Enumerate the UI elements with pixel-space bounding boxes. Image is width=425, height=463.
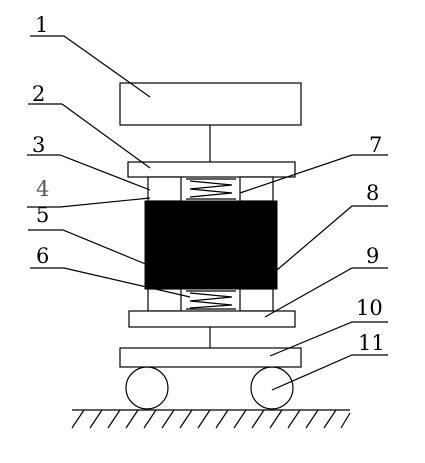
ground-hatching [71, 409, 351, 429]
wheel-left [125, 366, 169, 410]
top-mass-block [119, 82, 302, 126]
upper-support-left [147, 176, 182, 202]
label-6: 6 [36, 244, 49, 268]
cart-base [119, 347, 302, 368]
label-5: 5 [36, 203, 49, 227]
lower-support-left [147, 288, 182, 312]
upper-plate [127, 161, 296, 178]
label-11: 11 [358, 331, 385, 355]
label-1: 1 [35, 13, 48, 37]
label-4: 4 [36, 177, 49, 201]
lower-support-right [239, 288, 274, 312]
wheel-right [250, 366, 294, 410]
central-mass-block [144, 200, 278, 290]
label-8: 8 [366, 181, 379, 205]
label-10: 10 [356, 296, 383, 320]
label-9: 9 [366, 244, 379, 268]
lower-plate [128, 310, 296, 328]
leader-lines [27, 35, 388, 391]
label-3: 3 [32, 133, 45, 157]
upper-spring [186, 178, 236, 200]
label-2: 2 [32, 82, 45, 106]
upper-support-right [239, 176, 274, 202]
label-7: 7 [369, 133, 382, 157]
lower-spring [186, 290, 236, 310]
